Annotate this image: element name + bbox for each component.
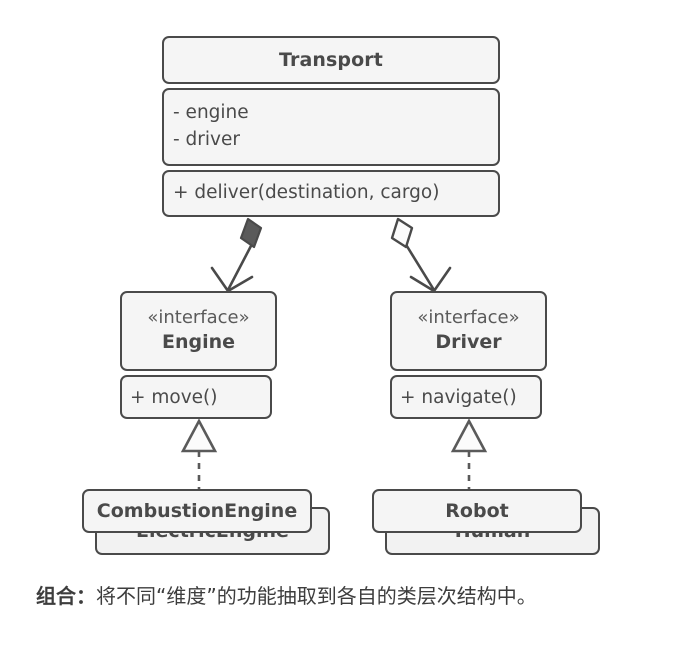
aggregation-link-transport-driver	[390, 217, 452, 293]
operation-item: + navigate()	[400, 386, 517, 408]
interface-name-engine: Engine	[161, 331, 236, 354]
attribute-item: - engine	[173, 102, 249, 124]
realization-link-combustionengine-engine	[180, 418, 218, 489]
composition-link-transport-engine	[210, 217, 263, 293]
realization-link-robot-driver	[450, 418, 488, 489]
interface-box-engine-operations[interactable]: + move()	[120, 375, 272, 419]
interface-name-driver: Driver	[435, 331, 502, 354]
diagram-caption: 组合：将不同“维度”的功能抽取到各自的类层次结构中。	[36, 583, 656, 609]
class-box-robot[interactable]: Robot	[372, 489, 582, 533]
class-box-transport-operations[interactable]: + deliver(destination, cargo)	[162, 170, 500, 217]
class-box-transport-attributes[interactable]: - engine - driver	[162, 88, 500, 166]
class-box-transport-header[interactable]: Transport	[162, 36, 500, 84]
class-name-combustionengine: CombustionEngine	[96, 500, 298, 522]
class-name-robot: Robot	[445, 500, 509, 522]
interface-box-driver-operations[interactable]: + navigate()	[390, 375, 542, 419]
stereotype-label: «interface»	[417, 306, 520, 328]
caption-label: 组合：	[36, 584, 96, 608]
attribute-list: - engine - driver	[164, 100, 498, 154]
interface-box-driver-header[interactable]: «interface» Driver	[390, 291, 547, 371]
operation-item: + deliver(destination, cargo)	[173, 182, 440, 204]
attribute-item: - driver	[173, 129, 240, 150]
stereotype-label: «interface»	[147, 306, 250, 328]
caption-body: 将不同“维度”的功能抽取到各自的类层次结构中。	[96, 584, 537, 608]
operation-item: + move()	[130, 386, 218, 408]
class-name-transport: Transport	[279, 49, 383, 71]
class-box-combustionengine[interactable]: CombustionEngine	[82, 489, 312, 533]
interface-box-engine-header[interactable]: «interface» Engine	[120, 291, 277, 371]
